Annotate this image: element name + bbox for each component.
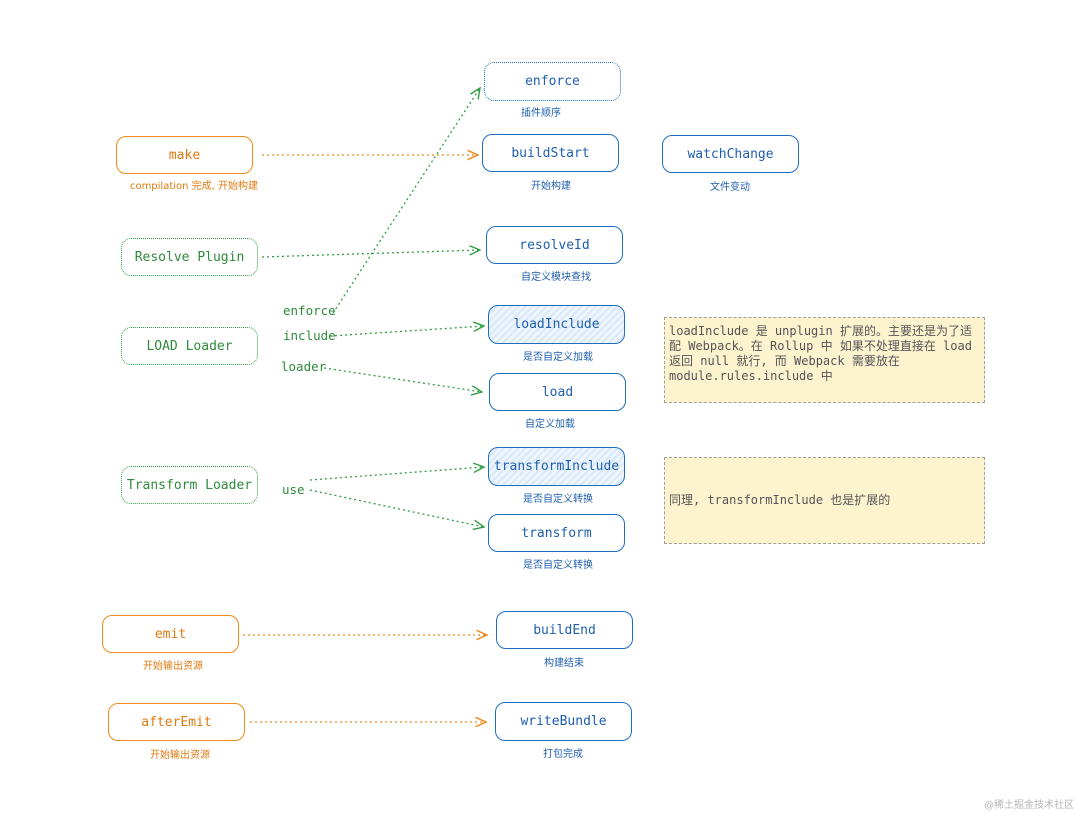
node-writebundle: writeBundle xyxy=(495,702,632,741)
arrow-resolve-resolveid xyxy=(261,250,480,258)
node-transform: transform xyxy=(488,514,625,552)
caption-loadinclude: 是否自定义加载 xyxy=(523,352,593,363)
caption-afteremit: 开始输出资源 xyxy=(150,750,210,761)
arrow-use-transforminclude xyxy=(309,467,484,481)
caption-watchchange: 文件变动 xyxy=(710,182,750,193)
watermark: @稀土掘金技术社区 xyxy=(984,800,1074,811)
edge-label-include: include xyxy=(283,328,336,343)
node-afteremit: afterEmit xyxy=(108,703,245,741)
node-load-loader: LOAD Loader xyxy=(121,327,258,365)
edge-label-enforce: enforce xyxy=(283,303,336,318)
caption-transforminclude: 是否自定义转换 xyxy=(523,494,593,505)
node-resolve-plugin: Resolve Plugin xyxy=(121,238,258,276)
caption-enforce: 插件顺序 xyxy=(521,108,561,119)
note-transforminclude: 同理, transformInclude 也是扩展的 xyxy=(664,457,985,544)
caption-resolveid: 自定义模块查找 xyxy=(521,272,591,283)
node-buildend: buildEnd xyxy=(496,611,633,649)
edge-label-loader: loader xyxy=(281,359,327,374)
caption-writebundle: 打包完成 xyxy=(543,749,583,760)
node-resolveid: resolveId xyxy=(486,226,623,264)
node-transform-loader: Transform Loader xyxy=(121,466,258,504)
node-loadinclude: loadInclude xyxy=(488,305,625,344)
caption-emit: 开始输出资源 xyxy=(143,661,203,672)
node-transforminclude: transformInclude xyxy=(488,447,625,486)
arrow-include-loadinclude xyxy=(329,326,484,337)
node-emit: emit xyxy=(102,615,239,653)
caption-buildend: 构建结束 xyxy=(544,658,584,669)
arrow-enforce-edge xyxy=(332,88,480,314)
caption-buildstart: 开始构建 xyxy=(531,181,571,192)
caption-load: 自定义加载 xyxy=(525,419,575,430)
note-loadinclude: loadInclude 是 unplugin 扩展的。主要还是为了适配 Webp… xyxy=(664,317,985,403)
node-make: make xyxy=(116,136,253,174)
arrow-loader-load xyxy=(323,367,482,392)
node-enforce: enforce xyxy=(484,62,621,101)
node-load: load xyxy=(489,373,626,411)
edge-label-use: use xyxy=(282,482,305,497)
arrow-use-transform xyxy=(309,489,484,527)
node-watchchange: watchChange xyxy=(662,135,799,173)
caption-transform: 是否自定义转换 xyxy=(523,560,593,571)
caption-make: compilation 完成, 开始构建 xyxy=(129,181,259,192)
node-buildstart: buildStart xyxy=(482,134,619,172)
